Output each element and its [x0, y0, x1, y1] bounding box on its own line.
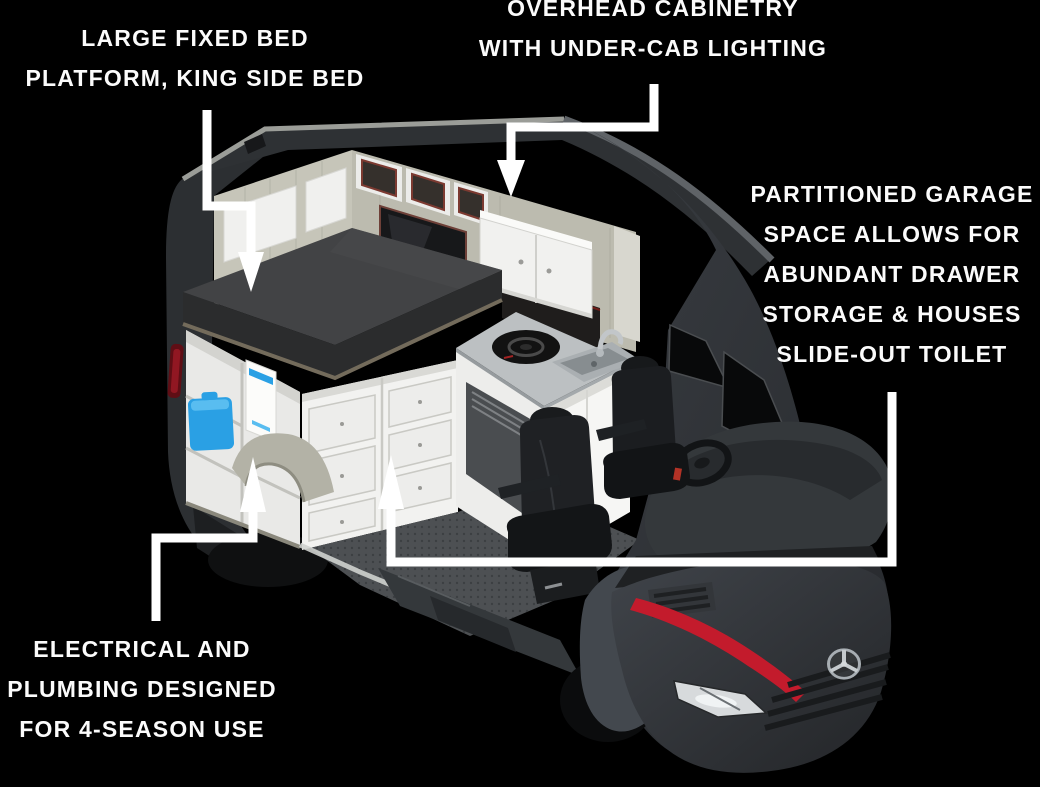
label-line: STORAGE & HOUSES: [762, 301, 1022, 327]
label-bed-platform: LARGE FIXED BED PLATFORM, KING SIDE BED: [0, 18, 405, 98]
label-partitioned-garage: PARTITIONED GARAGE SPACE ALLOWS FOR ABUN…: [717, 174, 1040, 374]
garage-arrow: [378, 392, 897, 567]
annotation-arrows: [151, 84, 897, 621]
electrical-arrow: [151, 457, 266, 621]
label-line: ELECTRICAL AND: [33, 636, 251, 662]
rear-wall-panel: [305, 167, 347, 233]
headlight: [673, 680, 768, 718]
label-overhead-cabinetry: OVERHEAD CABINETRY WITH UNDER-CAB LIGHTI…: [433, 0, 873, 68]
overhead-arrow: [497, 84, 659, 197]
induction-cooktop: [492, 330, 560, 364]
mercedes-emblem: [827, 648, 861, 680]
label-line: SLIDE-OUT TOILET: [776, 341, 1008, 367]
roof-cut-band: [181, 118, 770, 276]
overhead-cab-cabinet: [479, 210, 593, 319]
label-line: SPACE ALLOWS FOR: [763, 221, 1021, 247]
hood-red-stripe: [630, 598, 806, 702]
passenger-seat: [498, 407, 612, 604]
label-electrical-plumbing: ELECTRICAL AND PLUMBING DESIGNED FOR 4-S…: [0, 629, 292, 749]
water-jug: [187, 391, 235, 451]
label-line: OVERHEAD CABINETRY: [507, 0, 799, 21]
label-line: PLUMBING DESIGNED: [7, 676, 277, 702]
label-line: PARTITIONED GARAGE: [750, 181, 1034, 207]
door-step: [378, 568, 580, 676]
bed-arrow: [202, 110, 264, 292]
sink: [552, 342, 640, 382]
driver-seat: [596, 356, 690, 499]
label-line: WITH UNDER-CAB LIGHTING: [478, 35, 828, 61]
roof-antenna: [244, 134, 266, 154]
label-line: LARGE FIXED BED: [81, 25, 309, 51]
faucet: [596, 329, 624, 357]
bed-platform: [182, 228, 503, 381]
b-pillar: [614, 226, 640, 342]
overhead-cubbies: [356, 154, 488, 226]
label-line: PLATFORM, KING SIDE BED: [25, 65, 365, 91]
label-line: FOR 4-SEASON USE: [19, 716, 265, 742]
taillight: [167, 343, 184, 399]
label-line: ABUNDANT DRAWER: [763, 261, 1021, 287]
